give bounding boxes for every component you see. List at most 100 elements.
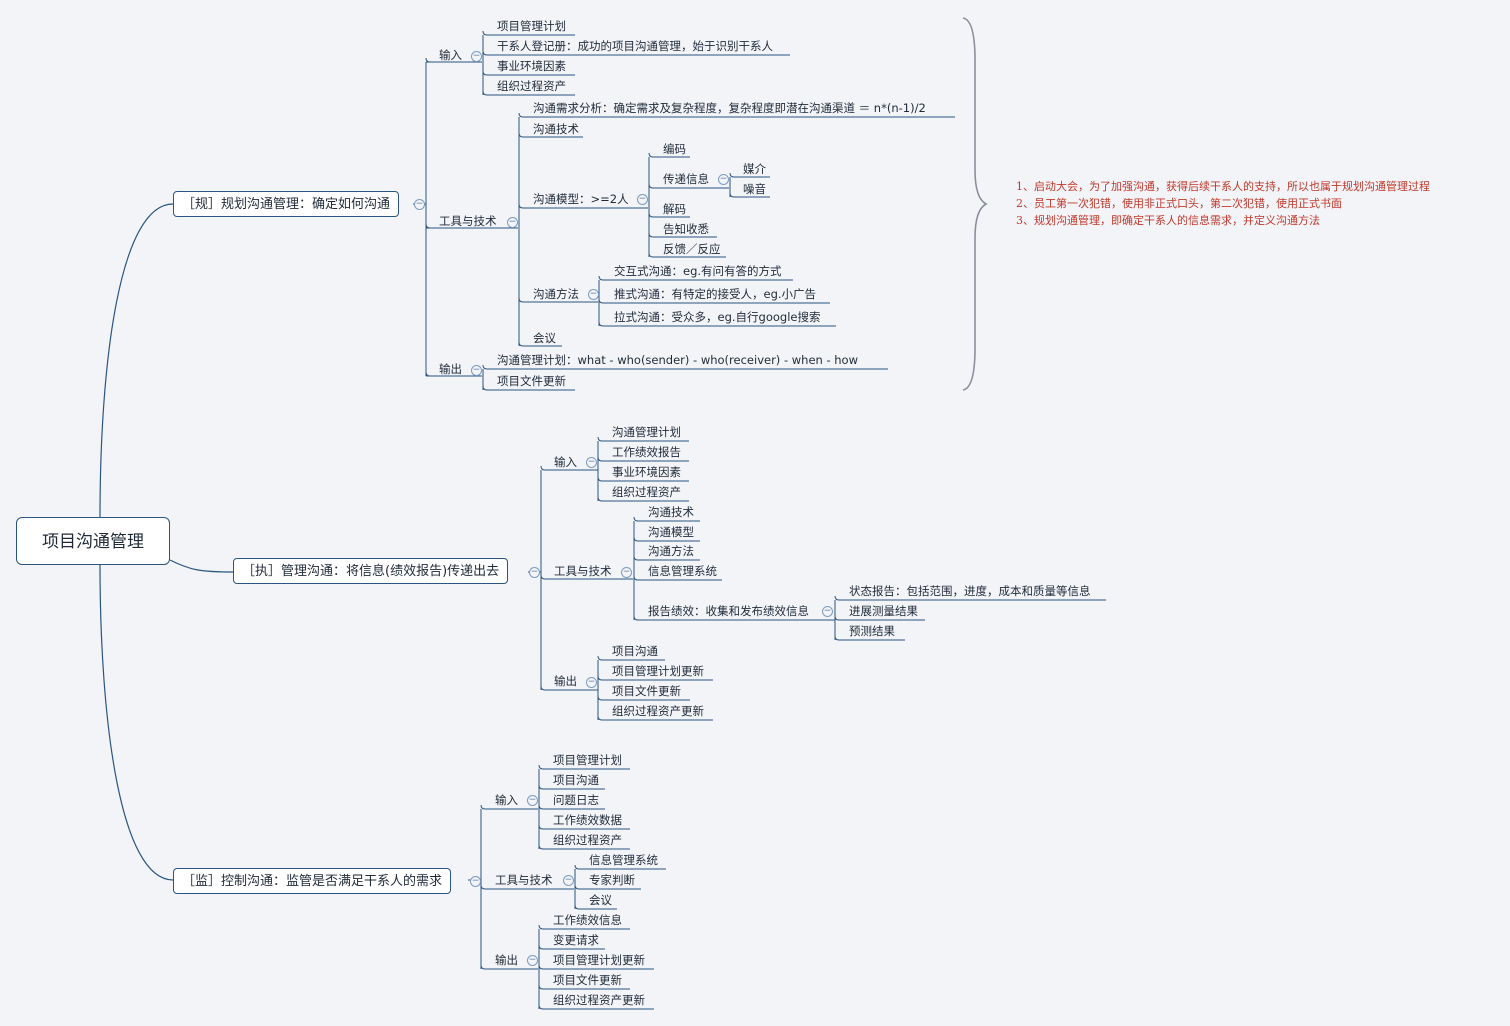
collapse-toggle-icon[interactable]: − (527, 955, 538, 966)
plan-input-item[interactable]: 项目管理计划 (497, 19, 566, 33)
collapse-toggle-icon[interactable]: − (529, 567, 540, 578)
model-item[interactable]: 编码 (663, 142, 686, 156)
connector (538, 824, 630, 830)
plan-output-label[interactable]: 输出 (439, 362, 462, 376)
manage-tools-label[interactable]: 工具与技术 (554, 564, 612, 578)
collapse-toggle-icon[interactable]: − (586, 457, 597, 468)
branch-manage-title[interactable]: ［执］管理沟通：将信息(绩效报告)传递出去 (233, 558, 509, 584)
collapse-toggle-icon[interactable]: − (414, 199, 425, 210)
transmit-item[interactable]: 媒介 (743, 162, 766, 176)
model-item[interactable]: 告知收悉 (663, 222, 709, 236)
manage-output-item[interactable]: 组织过程资产更新 (612, 704, 704, 718)
manage-tools-item[interactable]: 信息管理系统 (648, 564, 717, 578)
collapse-toggle-icon[interactable]: − (637, 194, 648, 205)
control-output-item[interactable]: 变更请求 (553, 933, 599, 947)
report-item[interactable]: 预测结果 (849, 624, 895, 638)
control-output-item[interactable]: 项目文件更新 (553, 973, 622, 987)
connector (633, 615, 835, 621)
method-item[interactable]: 交互式沟通：eg.有问有答的方式 (614, 264, 782, 278)
plan-output-item[interactable]: 项目文件更新 (497, 374, 566, 388)
control-tools-item[interactable]: 会议 (589, 893, 612, 907)
collapse-toggle-icon[interactable]: − (507, 217, 518, 228)
collapse-toggle-icon[interactable]: − (718, 174, 729, 185)
connector (540, 574, 633, 580)
collapse-toggle-icon[interactable]: − (563, 875, 574, 886)
connector (480, 884, 574, 890)
collapse-toggle-icon[interactable]: − (586, 677, 597, 688)
connector (482, 30, 575, 36)
method-item[interactable]: 拉式沟通：受众多，eg.自行google搜索 (614, 310, 821, 324)
collapse-toggle-icon[interactable]: − (471, 365, 482, 376)
connector (633, 516, 700, 522)
plan-input-item[interactable]: 事业环境因素 (497, 59, 566, 73)
connector (574, 904, 617, 910)
control-output-item[interactable]: 工作绩效信息 (553, 913, 622, 927)
control-tools-item[interactable]: 信息管理系统 (589, 853, 658, 867)
connector (538, 804, 605, 810)
collapse-toggle-icon[interactable]: − (527, 795, 538, 806)
control-tools-item[interactable]: 专家判断 (589, 873, 635, 887)
control-input-item[interactable]: 组织过程资产 (553, 833, 622, 847)
control-input-item[interactable]: 问题日志 (553, 793, 599, 807)
collapse-toggle-icon[interactable]: − (470, 876, 481, 887)
plan-input-item[interactable]: 组织过程资产 (497, 79, 566, 93)
control-input-label[interactable]: 输入 (495, 793, 518, 807)
manage-input-item[interactable]: 工作绩效报告 (612, 445, 681, 459)
curly-brace (962, 17, 988, 391)
collapse-toggle-icon[interactable]: − (588, 289, 599, 300)
manage-output-item[interactable]: 项目沟通 (612, 644, 658, 658)
manage-input-item[interactable]: 沟通管理计划 (612, 425, 681, 439)
connector (538, 764, 630, 770)
plan-tools-item[interactable]: 会议 (533, 331, 556, 345)
plan-tools-item[interactable]: 沟通方法 (533, 287, 579, 301)
manage-tools-item[interactable]: 报告绩效：收集和发布绩效信息 (648, 604, 809, 618)
control-input-item[interactable]: 项目管理计划 (553, 753, 622, 767)
control-input-item[interactable]: 工作绩效数据 (553, 813, 622, 827)
manage-input-item[interactable]: 组织过程资产 (612, 485, 681, 499)
control-tools-label[interactable]: 工具与技术 (495, 873, 553, 887)
control-output-item[interactable]: 组织过程资产更新 (553, 993, 645, 1007)
transmit-item[interactable]: 噪音 (743, 182, 766, 196)
connector (482, 50, 790, 56)
connector (598, 275, 793, 281)
manage-input-label[interactable]: 输入 (554, 455, 577, 469)
connector (538, 944, 605, 950)
control-output-item[interactable]: 项目管理计划更新 (553, 953, 645, 967)
model-item[interactable]: 解码 (663, 202, 686, 216)
method-item[interactable]: 推式沟通：有特定的接受人，eg.小广告 (614, 287, 817, 301)
model-item[interactable]: 反馈／反应 (663, 242, 721, 256)
collapse-toggle-icon[interactable]: − (471, 51, 482, 62)
manage-tools-item[interactable]: 沟通方法 (648, 544, 694, 558)
plan-tools-item[interactable]: 沟通模型：>=2人 (533, 192, 629, 206)
manage-output-label[interactable]: 输出 (554, 674, 577, 688)
plan-tools-label[interactable]: 工具与技术 (439, 214, 497, 228)
manage-tools-item[interactable]: 沟通模型 (648, 525, 694, 539)
branch-plan-title[interactable]: ［规］规划沟通管理：确定如何沟通 (173, 191, 400, 217)
manage-output-item[interactable]: 项目管理计划更新 (612, 664, 704, 678)
connector (834, 635, 905, 641)
control-output-label[interactable]: 输出 (495, 953, 518, 967)
manage-tools-item[interactable]: 沟通技术 (648, 505, 694, 519)
branch-control-title[interactable]: ［监］控制沟通：监管是否满足干系人的需求 (173, 868, 452, 894)
plan-input-label[interactable]: 输入 (439, 48, 462, 62)
connector (574, 884, 641, 890)
connector (480, 964, 538, 970)
connector (518, 203, 648, 209)
manage-input-item[interactable]: 事业环境因素 (612, 465, 681, 479)
report-item[interactable]: 进展测量结果 (849, 604, 918, 618)
plan-tools-item[interactable]: 沟通技术 (533, 122, 579, 136)
plan-output-item[interactable]: 沟通管理计划：what - who(sender) - who(receiver… (497, 353, 858, 367)
plan-tools-item[interactable]: 沟通需求分析：确定需求及复杂程度，复杂程度即潜在沟通渠道 ＝ n*(n-1)/2 (533, 101, 926, 115)
root-topic[interactable]: 项目沟通管理 (16, 517, 170, 565)
connector (597, 675, 713, 681)
connector (482, 364, 888, 370)
collapse-toggle-icon[interactable]: − (822, 606, 833, 617)
collapse-toggle-icon[interactable]: − (621, 567, 632, 578)
model-item[interactable]: 传递信息 (663, 172, 709, 186)
connector (633, 555, 700, 561)
report-item[interactable]: 状态报告：包括范围，进度，成本和质量等信息 (849, 584, 1091, 598)
control-input-item[interactable]: 项目沟通 (553, 773, 599, 787)
manage-output-item[interactable]: 项目文件更新 (612, 684, 681, 698)
plan-input-item[interactable]: 干系人登记册：成功的项目沟通管理，始于识别干系人 (497, 39, 773, 53)
